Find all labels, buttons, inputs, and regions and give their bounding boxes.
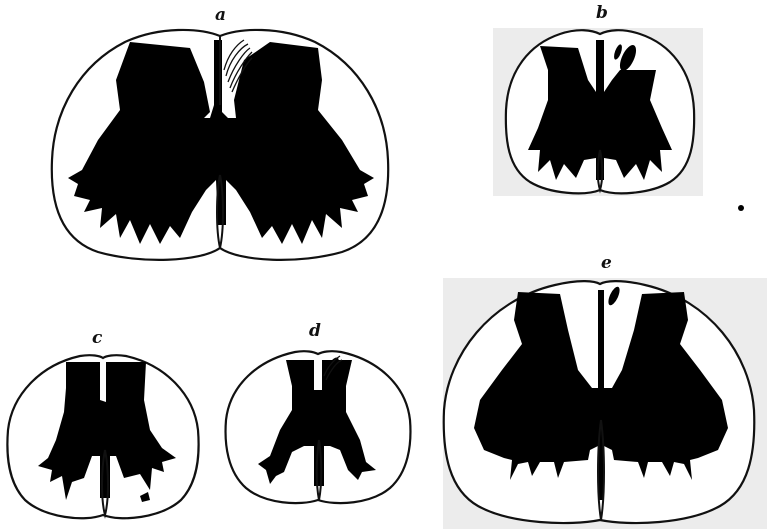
section-b-label: b [596, 3, 608, 23]
stray-dot [738, 205, 744, 211]
section-d-label: d [309, 321, 321, 341]
section-c-label: c [92, 328, 103, 348]
section-e-label: e [601, 253, 612, 273]
section-d: d [226, 321, 411, 503]
section-a: a [52, 5, 388, 260]
section-c: c [7, 328, 198, 518]
section-a-label: a [215, 5, 226, 25]
